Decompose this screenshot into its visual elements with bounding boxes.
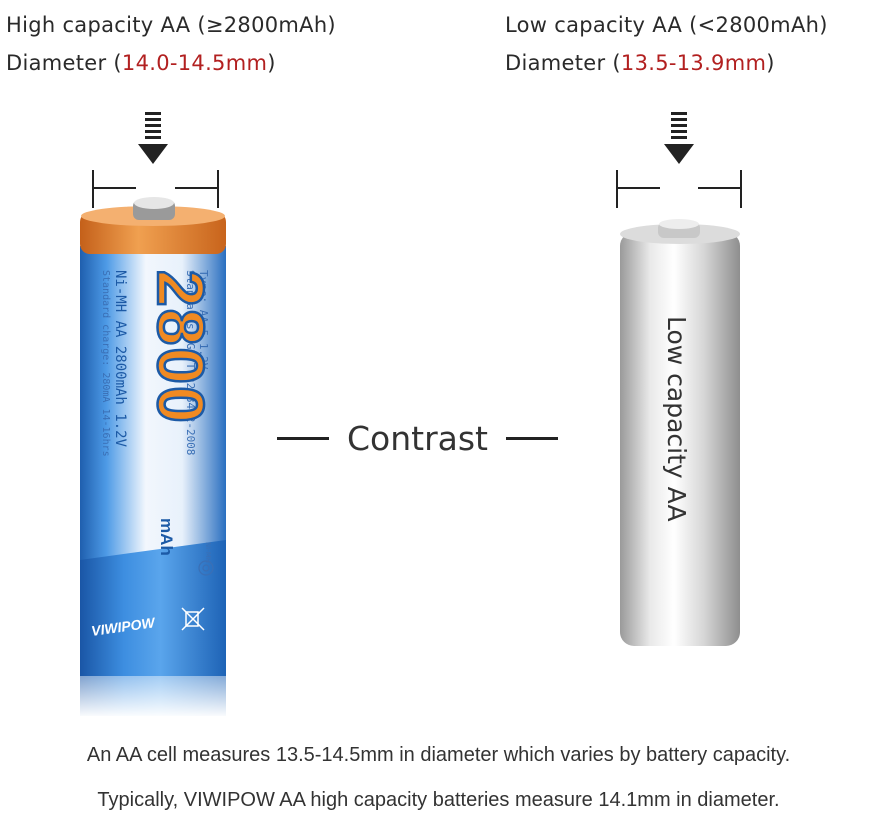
chemistry-text: Ni-MH AA 2800mAh 1.2V (112, 270, 128, 448)
diameter-prefix: Diameter ( (505, 51, 621, 75)
low-capacity-battery: Low capacity AA (620, 219, 740, 646)
high-capacity-diameter-value: 14.0-14.5mm (121, 51, 268, 75)
contrast-label: Contrast (346, 418, 488, 458)
caption-line-2: Typically, VIWIPOW AA high capacity batt… (97, 789, 780, 811)
contrast-divider: Contrast (265, 416, 570, 460)
diameter-bracket-icon (92, 170, 219, 208)
low-capacity-diameter: Diameter (13.5-13.9mm) (505, 44, 828, 82)
chem-badge-text: Ni-MH (204, 542, 212, 563)
diameter-bracket-icon (616, 170, 742, 208)
high-capacity-heading: High capacity AA (≥2800mAh) Diameter (14… (6, 6, 336, 82)
battery-comparison-illustration: Type: AA 5 1.2V Standards: GB/T 22084.2-… (80, 112, 742, 718)
standards-text: Standards: GB/T 22084.2-2008 (184, 270, 197, 455)
low-capacity-heading: Low capacity AA (<2800mAh) Diameter (13.… (505, 6, 828, 82)
high-capacity-battery: Type: AA 5 1.2V Standards: GB/T 22084.2-… (80, 197, 226, 718)
recycle-icon (198, 560, 214, 576)
contrast-dash-right (506, 436, 558, 440)
crossed-bin-icon (181, 607, 205, 631)
high-capacity-title: High capacity AA (≥2800mAh) (6, 13, 336, 37)
low-capacity-title: Low capacity AA (<2800mAh) (505, 13, 828, 37)
low-capacity-label: Low capacity AA (662, 316, 691, 522)
charge-text: Standard charge: 280mA 14-16hrs (100, 270, 111, 457)
down-arrow-icon (664, 112, 694, 164)
diameter-prefix: Diameter ( (6, 51, 122, 75)
high-capacity-diameter: Diameter (14.0-14.5mm) (6, 44, 336, 82)
type-text: Type: AA 5 1.2V (197, 270, 210, 370)
down-arrow-icon (138, 112, 168, 164)
contrast-dash-left (276, 436, 329, 440)
diameter-suffix: ) (766, 51, 775, 75)
diameter-suffix: ) (267, 51, 276, 75)
capacity-number: 2800 (144, 270, 218, 425)
low-capacity-diameter-value: 13.5-13.9mm (620, 51, 767, 75)
capacity-unit: mAh (157, 518, 176, 556)
caption-line-1: An AA cell measures 13.5-14.5mm in diame… (86, 744, 791, 766)
